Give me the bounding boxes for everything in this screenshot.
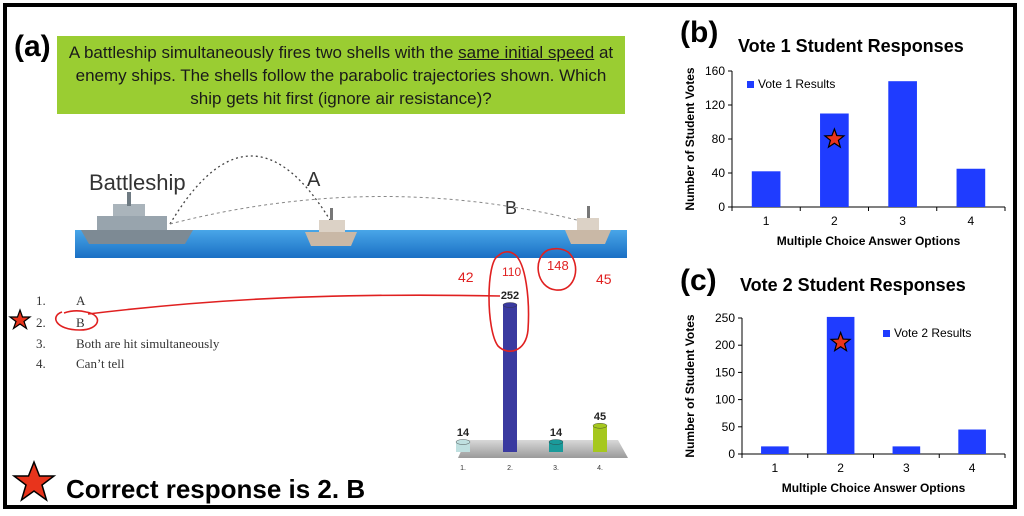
clicker-value-label: 252 [501, 290, 519, 302]
bar [888, 81, 917, 207]
clicker-value-label: 14 [550, 427, 563, 439]
vote1-title: Vote 1 Student Responses [738, 36, 964, 56]
clicker-category-label: 1. [460, 465, 466, 472]
x-tick-label: 3 [903, 461, 910, 475]
x-axis-title: Multiple Choice Answer Options [777, 234, 961, 248]
y-tick-label: 150 [715, 365, 735, 379]
correct-star-large-icon [11, 459, 57, 502]
label-ship-a: A [307, 169, 321, 191]
legend-label: Vote 2 Results [894, 326, 971, 340]
ink-value-1: 42 [458, 269, 474, 285]
clicker-category-label: 2. [507, 465, 513, 472]
clicker-bar [549, 442, 563, 452]
bar [956, 168, 986, 207]
question-text-post: at enemy ships. The shells follow the pa… [75, 43, 614, 108]
ship-a-icon [305, 208, 357, 246]
trajectory-a [169, 155, 331, 225]
ink-value-2: 110 [502, 265, 521, 279]
x-tick-label: 1 [772, 461, 779, 475]
clicker-chart-floor [458, 440, 628, 458]
y-tick-label: 200 [715, 338, 735, 352]
option-3: 3.Both are hit simultaneously [36, 336, 220, 351]
clicker-chart: 14 1. 252 2. 14 3. 45 4. [455, 290, 608, 472]
clicker-bar [593, 425, 607, 452]
ink-value-4: 45 [596, 271, 612, 287]
correct-star-icon [8, 308, 32, 331]
y-tick-label: 250 [715, 311, 735, 325]
y-tick-label: 160 [705, 64, 725, 78]
clicker-bar-cap [592, 423, 608, 429]
battle-scene: Battleship A B [75, 155, 627, 258]
correct-answer-star-icon [823, 127, 846, 149]
ink-circle-148 [537, 247, 577, 291]
panel-a-label: (a) [14, 30, 51, 63]
y-tick-label: 0 [728, 447, 735, 461]
y-axis-title: Number of Student Votes [683, 67, 697, 210]
clicker-category-label: 4. [597, 465, 603, 472]
question-text-pre: A battleship simultaneously fires two sh… [68, 43, 459, 62]
x-tick-label: 4 [968, 214, 975, 228]
clicker-bar [503, 305, 517, 452]
panel-c-label: (c) [680, 264, 717, 297]
clicker-value-label: 45 [594, 411, 606, 423]
y-tick-label: 40 [712, 166, 726, 180]
clicker-bar-cap [502, 302, 518, 308]
x-tick-label: 3 [899, 214, 906, 228]
vote2-title: Vote 2 Student Responses [740, 275, 966, 295]
label-battleship: Battleship [89, 170, 186, 195]
legend-swatch [747, 81, 754, 88]
option-1: 1.A [36, 293, 86, 308]
trajectory-b [169, 196, 586, 225]
x-tick-label: 1 [763, 214, 770, 228]
option-4: 4.Can’t tell [36, 356, 125, 371]
clicker-value-label: 14 [457, 427, 470, 439]
x-tick-label: 4 [969, 461, 976, 475]
ink-value-3: 148 [547, 258, 569, 273]
y-axis-title: Number of Student Votes [683, 314, 697, 457]
clicker-bar [456, 442, 470, 452]
figure-frame [3, 3, 1017, 509]
vote2-chart: 0 50 100 150 200 250 1 2 3 4 Vote 2 ResultsMultipl… [683, 311, 1006, 495]
ink-circle-b [55, 310, 99, 331]
y-tick-label: 120 [705, 98, 725, 112]
battleship-icon [81, 192, 193, 244]
bar [892, 446, 921, 454]
bar [761, 446, 789, 454]
x-axis-title: Multiple Choice Answer Options [782, 481, 966, 495]
ink-circle-252 [488, 251, 530, 352]
question-box: A battleship simultaneously fires two sh… [57, 36, 625, 114]
question-text-underlined: same initial speed [458, 43, 595, 62]
ship-b-icon [565, 206, 611, 244]
bar [958, 429, 986, 454]
x-tick-label: 2 [831, 214, 838, 228]
y-tick-label: 50 [722, 420, 736, 434]
bar [751, 171, 781, 207]
panel-b-label: (b) [680, 16, 719, 49]
y-tick-label: 100 [715, 393, 735, 407]
correct-answer-star-icon [829, 330, 852, 352]
correct-response-text: Correct response is 2. B [66, 474, 366, 504]
y-tick-label: 80 [712, 132, 726, 146]
legend-swatch [883, 330, 890, 337]
option-2: 2.B [36, 315, 85, 330]
clicker-bar-cap [455, 439, 471, 445]
clicker-bar-cap [548, 439, 564, 445]
x-tick-label: 2 [837, 461, 844, 475]
y-tick-label: 0 [718, 200, 725, 214]
label-ship-b: B [505, 198, 517, 218]
ink-line [87, 294, 501, 315]
clicker-category-label: 3. [553, 465, 559, 472]
legend-label: Vote 1 Results [758, 77, 835, 91]
